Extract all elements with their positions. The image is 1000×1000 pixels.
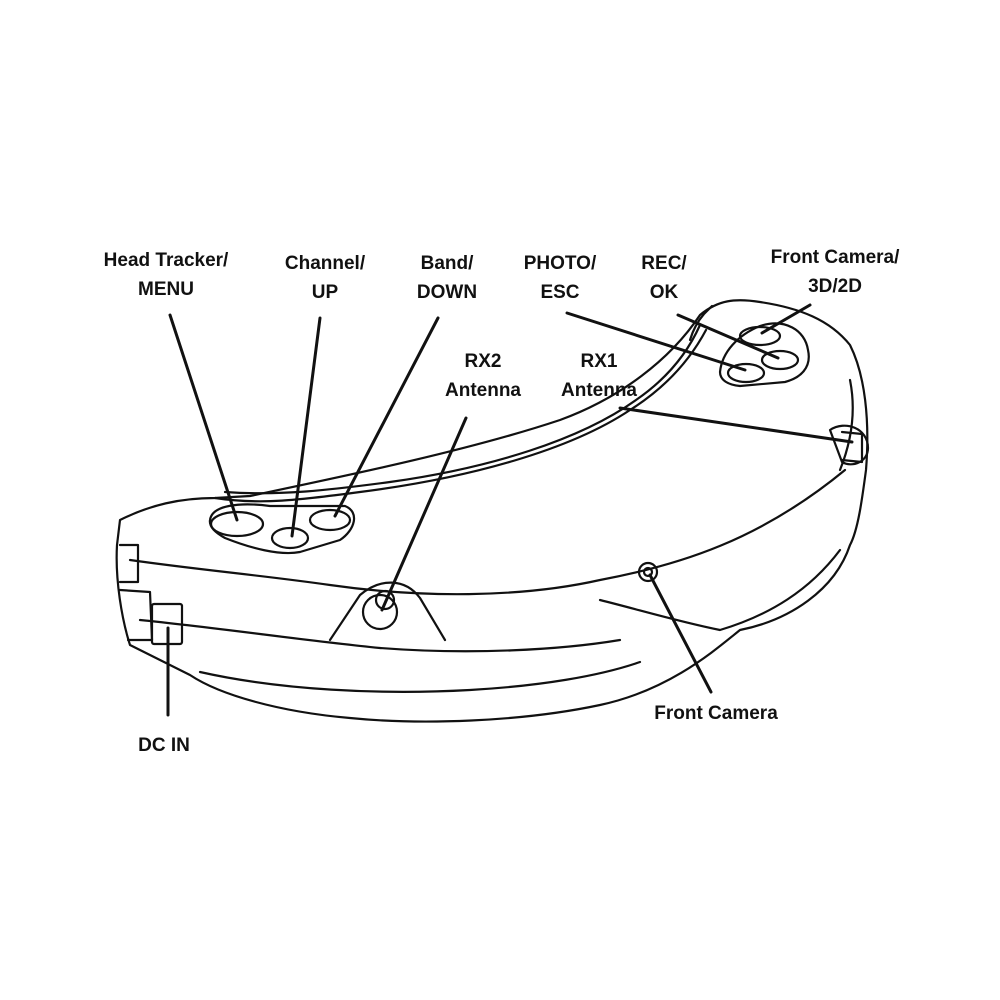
rx1-antenna-connector (828, 424, 870, 466)
leader-front-camera-3d (760, 303, 812, 335)
label-head-tracker: Head Tracker/MENU (103, 250, 229, 300)
leader-rx1 (618, 406, 854, 444)
left-side-slot (118, 588, 154, 642)
leader-photo (565, 311, 747, 372)
left-side-panel (118, 543, 140, 584)
top-rim-line-2 (223, 323, 702, 495)
label-band: Band/DOWN (416, 253, 478, 303)
front-camera-lens-inner (642, 566, 654, 578)
channel-up-button (270, 526, 310, 550)
label-front-camera-3d: Front Camera/3D/2D (770, 247, 900, 297)
leader-rec (676, 313, 780, 360)
leader-head-tracker (168, 313, 239, 522)
goggles-body-outline (115, 299, 869, 723)
label-dc-in: DC IN (138, 735, 190, 756)
front-camera-lens (637, 561, 659, 583)
label-photo: PHOTO/ESC (523, 253, 597, 303)
rx2-antenna-connector-inner (374, 589, 396, 611)
faceplate-band (128, 468, 847, 596)
photo-esc-button (726, 362, 766, 384)
rx2-antenna-connector (361, 593, 399, 631)
leader-channel (290, 316, 322, 538)
top-rim-line (213, 328, 708, 503)
faceplate-band-2 (138, 618, 622, 653)
top-rim-line-3 (688, 304, 714, 342)
label-rec: REC/OK (641, 253, 687, 303)
lower-chin-line (198, 660, 642, 693)
rec-ok-button (760, 349, 800, 371)
leader-rx2 (380, 416, 468, 612)
front-camera-3d-button (738, 325, 782, 347)
label-channel: Channel/UP (284, 253, 366, 303)
label-front-camera: Front Camera (654, 703, 778, 724)
rx1-antenna-stub (840, 430, 864, 464)
leader-front-camera (648, 573, 713, 694)
nose-bridge (598, 548, 842, 632)
leader-band (333, 316, 440, 518)
right-button-pad (718, 322, 810, 388)
band-down-button (308, 508, 352, 532)
rx2-antenna-mount (328, 581, 447, 642)
left-button-pad (208, 503, 356, 555)
